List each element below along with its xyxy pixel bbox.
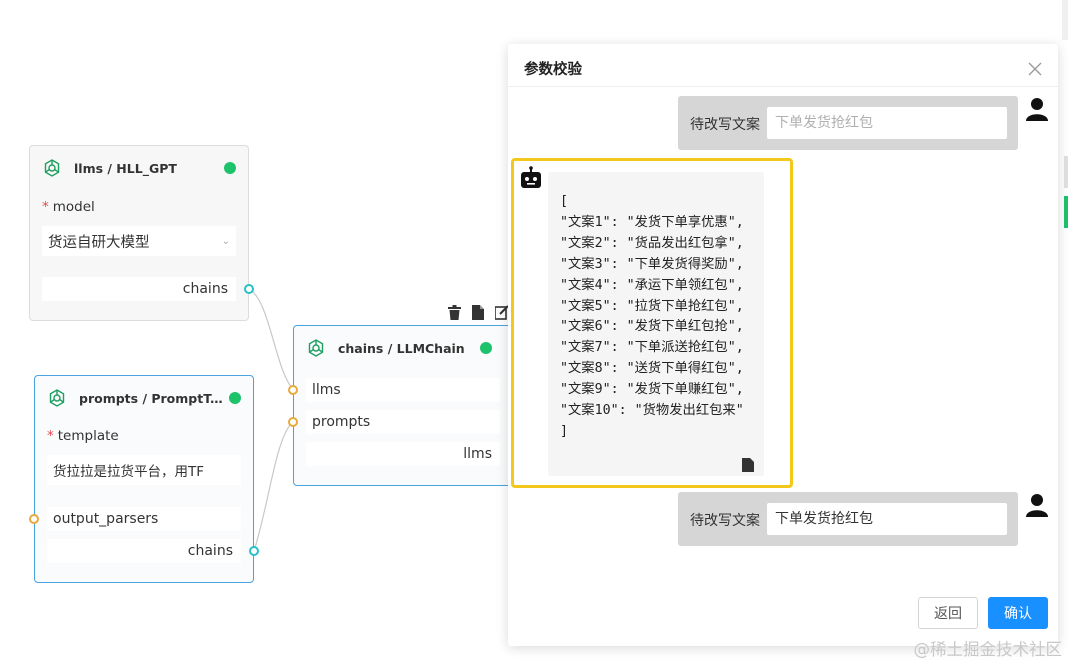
right-panel-tab[interactable]	[1064, 156, 1068, 188]
llms-input: llms	[306, 378, 500, 402]
dialog-divider	[508, 86, 1058, 87]
bot-message-text: [ "文案1": "发货下单享优惠", "文案2": "货品发出红包拿", "文…	[560, 194, 744, 439]
output-label: chains	[187, 543, 233, 559]
llms-label: llms	[312, 382, 341, 398]
model-label: *model	[42, 199, 95, 215]
prompts-input-port[interactable]	[288, 417, 298, 427]
prompts-input: prompts	[306, 410, 500, 434]
robot-avatar-icon	[519, 166, 543, 190]
output-parsers-input: output_parsers	[47, 507, 241, 531]
model-select[interactable]: 货运自研大模型 ⌄	[42, 226, 236, 256]
close-icon[interactable]	[1028, 61, 1042, 76]
node-header: chains / LLMChain	[294, 326, 516, 370]
user-avatar-icon	[1026, 97, 1048, 121]
right-panel-edge	[1062, 0, 1068, 40]
node-header: prompts / PromptTem...	[35, 376, 253, 420]
user-message-label: 待改写文案	[690, 513, 760, 529]
right-panel-green-tab[interactable]	[1064, 196, 1068, 228]
node-title: llms / HLL_GPT	[74, 160, 177, 176]
bot-message-highlight: [ "文案1": "发货下单享优惠", "文案2": "货品发出红包拿", "文…	[511, 158, 793, 488]
param-validation-dialog: 参数校验 待改写文案 [ "文案1": "发货下单享优惠", "文案2": "货…	[508, 44, 1058, 646]
model-select-value: 货运自研大模型	[48, 234, 150, 251]
openai-logo-icon	[306, 338, 326, 358]
output-label: chains	[182, 281, 228, 297]
user-message: 待改写文案 下单发货抢红包	[678, 492, 1018, 546]
watermark: @稀土掘金技术社区	[913, 640, 1063, 659]
user-avatar-icon	[1026, 493, 1048, 517]
template-input[interactable]: 货拉拉是拉货平台，用TF	[47, 455, 241, 485]
output-port[interactable]	[244, 284, 254, 294]
openai-logo-icon	[47, 388, 67, 408]
bot-message: [ "文案1": "发货下单享优惠", "文案2": "货品发出红包拿", "文…	[548, 172, 764, 476]
rewrite-text-value: 下单发货抢红包	[767, 503, 1007, 535]
rewrite-text-input[interactable]	[767, 107, 1007, 139]
node-prompts-prompttemplate[interactable]: prompts / PromptTem... *template 货拉拉是拉货平…	[29, 375, 259, 583]
edit-icon[interactable]	[494, 303, 510, 321]
chains-output: chains	[47, 539, 241, 563]
copy-icon[interactable]	[742, 457, 756, 473]
chains-output: chains	[42, 277, 236, 301]
llms-input-port[interactable]	[288, 385, 298, 395]
output-label: llms	[463, 446, 492, 462]
node-header: llms / HLL_GPT	[30, 146, 248, 190]
status-dot	[224, 162, 236, 174]
llms-output: llms	[306, 442, 500, 466]
back-button[interactable]: 返回	[918, 597, 978, 629]
status-dot	[229, 392, 241, 404]
node-llms-hll-gpt[interactable]: llms / HLL_GPT *model 货运自研大模型 ⌄ chains	[29, 145, 254, 321]
copy-icon[interactable]	[470, 303, 486, 321]
output-port[interactable]	[249, 546, 259, 556]
template-value: 货拉拉是拉货平台，用TF	[53, 464, 205, 480]
openai-logo-icon	[42, 158, 62, 178]
confirm-button[interactable]: 确认	[988, 597, 1048, 629]
input-port[interactable]	[29, 514, 39, 524]
parsers-label: output_parsers	[53, 511, 159, 527]
node-toolbar	[446, 303, 510, 321]
edge-prompts-to-chain	[253, 420, 294, 552]
edge-llms-to-chain	[248, 288, 294, 390]
template-label: *template	[47, 428, 119, 444]
user-message: 待改写文案	[678, 96, 1018, 150]
status-dot	[480, 342, 492, 354]
user-message-label: 待改写文案	[690, 117, 760, 133]
node-chains-llmchain[interactable]: chains / LLMChain llms prompts llms	[288, 325, 517, 486]
chevron-down-icon: ⌄	[221, 235, 230, 247]
node-title: prompts / PromptTem...	[79, 390, 229, 406]
dialog-title: 参数校验	[524, 62, 582, 78]
prompts-label: prompts	[312, 414, 371, 430]
trash-icon[interactable]	[446, 303, 462, 321]
node-title: chains / LLMChain	[338, 340, 465, 356]
